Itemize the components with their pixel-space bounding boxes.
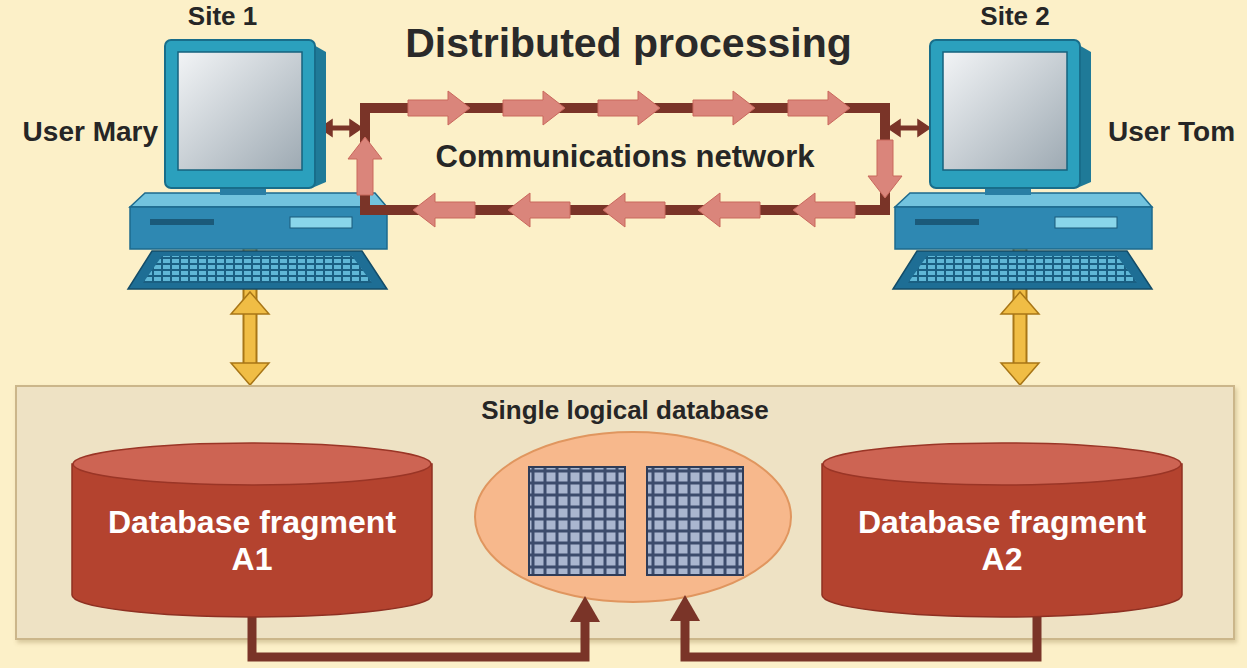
computer-site: Site 1User Mary xyxy=(165,40,320,195)
fragment-feed-arrowhead xyxy=(570,596,600,622)
band-label: Single logical database xyxy=(17,396,1233,426)
monitor-bezel xyxy=(165,40,315,188)
flow-arrow xyxy=(348,137,382,195)
drive-panel xyxy=(290,217,352,228)
arrowhead xyxy=(1001,292,1039,314)
database-cylinder: Database fragment A2 xyxy=(822,442,1182,617)
cylinder-body xyxy=(822,464,1182,617)
arrowhead xyxy=(231,363,269,385)
flow-arrow xyxy=(788,91,850,125)
keyboard xyxy=(128,251,387,289)
site-label: Site 2 xyxy=(935,2,1095,32)
monitor-screen xyxy=(178,52,302,170)
flow-arrow xyxy=(698,193,760,227)
computer-illustration xyxy=(128,40,387,289)
flow-arrow xyxy=(508,193,570,227)
user-label: User Mary xyxy=(23,116,158,148)
flow-arrow xyxy=(503,91,565,125)
data-grid xyxy=(529,467,625,575)
arrow-shaft xyxy=(899,126,919,131)
flow-arrow xyxy=(793,193,855,227)
database-cylinder: Database fragment A1 xyxy=(72,442,432,617)
cylinder-top xyxy=(823,443,1181,485)
drive-slot xyxy=(150,219,214,225)
cpu-front xyxy=(130,207,387,249)
cylinder-body xyxy=(72,464,432,617)
data-grid xyxy=(647,467,743,575)
network-flow-arrows xyxy=(348,91,902,227)
fragment-feed-arrowhead xyxy=(670,595,700,621)
network-link-arrow xyxy=(888,120,930,136)
cpu-top xyxy=(130,193,387,207)
cylinder-top xyxy=(73,443,431,485)
computer-site: Site 2User Tom xyxy=(930,40,1090,195)
fragment-label: Database fragment A2 xyxy=(847,504,1157,578)
fragment-feed-line xyxy=(685,617,1037,657)
network-label: Communications network xyxy=(392,139,858,175)
arrowhead xyxy=(231,292,269,314)
keyboard-keys xyxy=(143,256,372,283)
site-label: Site 1 xyxy=(145,2,300,32)
flow-arrow xyxy=(408,91,470,125)
arrowhead xyxy=(1001,363,1039,385)
fragment-feed-line xyxy=(252,617,585,657)
computer-illustration xyxy=(893,40,1152,289)
fragment-label: Database fragment A1 xyxy=(97,504,407,578)
flow-arrow xyxy=(693,91,755,125)
flow-arrow xyxy=(603,193,665,227)
arrow-shaft xyxy=(331,126,351,131)
network-loop: Communications network xyxy=(362,103,888,213)
user-label: User Tom xyxy=(1108,116,1235,148)
flow-arrow xyxy=(413,193,475,227)
arrowhead xyxy=(918,120,930,136)
flow-arrow xyxy=(868,140,902,198)
processor-ellipse xyxy=(475,432,791,602)
flow-arrow xyxy=(598,91,660,125)
logical-database-band: Single logical databaseDatabase fragment… xyxy=(15,385,1235,640)
network-link-arrow xyxy=(320,120,362,136)
